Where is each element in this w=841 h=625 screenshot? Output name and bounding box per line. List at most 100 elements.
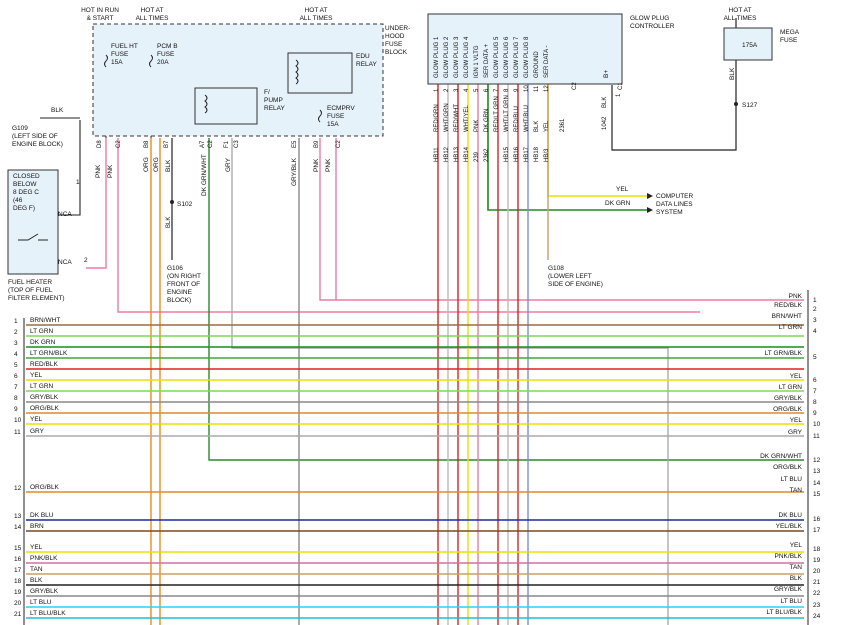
- label-hot-all-2-line-0: HOT AT: [305, 7, 328, 14]
- wire-pnk-main: [117, 138, 700, 313]
- left-pin-13: 13: [14, 513, 22, 520]
- comp-data-label-line-1: DATA LINES: [656, 201, 693, 208]
- left-label-13: DK BLU: [30, 512, 54, 519]
- mega-fuse-wire: [611, 18, 737, 151]
- heater-closed-label-line-2: 8 DEG C: [13, 189, 39, 196]
- left-label-8: GRY/BLK: [30, 394, 59, 401]
- left-pin-19: 19: [14, 589, 22, 596]
- controller-hb-9: HB18: [534, 146, 540, 162]
- controller-pin-11: SER DATA -: [544, 46, 550, 78]
- controller-wire-5: DK GRN: [484, 109, 490, 132]
- g106-label-line-3: ENGINE: [167, 289, 193, 296]
- right-pin-24: 24: [813, 613, 821, 620]
- right-label-14: LT BLU: [781, 476, 803, 483]
- vw-gry: GRY: [225, 157, 232, 172]
- pcm-b-fuse-label-line-0: PCM B: [157, 43, 178, 50]
- ecmprv-fuse-label-line-2: 15A: [327, 121, 339, 128]
- f-pump-relay-label-line-1: PUMP: [264, 97, 283, 104]
- g109-label-line-1: (LEFT SIDE OF: [12, 133, 58, 140]
- controller-pinnum-3: 4: [464, 88, 470, 92]
- heater-closed-label-line-0: CLOSED: [13, 173, 40, 180]
- controller-pinnum-1: 2: [444, 88, 450, 92]
- vw-dkgrnwht: DK GRN/WHT: [201, 154, 208, 196]
- left-label-17: TAN: [30, 566, 43, 573]
- wire-pnk-2: [319, 138, 804, 301]
- controller-pinnum-8: 9: [514, 88, 520, 92]
- controller-pin-8: GLOW PLUG 7: [514, 36, 520, 78]
- right-label-15: TAN: [789, 487, 802, 494]
- right-pin-11: 11: [813, 433, 820, 440]
- left-pin-9: 9: [14, 406, 18, 413]
- left-label-21: LT BLU/BLK: [30, 610, 66, 617]
- fuse-block-title-line-0: UNDER-: [385, 25, 410, 32]
- left-pin-12: 12: [14, 485, 22, 492]
- left-pin-20: 20: [14, 600, 22, 607]
- comp-data-label-line-0: COMPUTER: [656, 193, 694, 200]
- vw-grnblk: GRY/BLK: [291, 157, 298, 186]
- controller-hb-10: HB/3: [544, 148, 550, 162]
- left-pin-14: 14: [14, 524, 22, 531]
- right-pin-4: 4: [813, 328, 817, 335]
- edu-relay-label-line-1: RELAY: [356, 61, 377, 68]
- left-pin-16: 16: [14, 556, 22, 563]
- left-label-1: BRN/WHT: [30, 317, 60, 324]
- f-pump-relay-coil: [204, 94, 208, 114]
- right-pin-21: 21: [813, 579, 821, 586]
- arrow-yel: [647, 193, 653, 199]
- ctrl-wire-11: [547, 84, 647, 197]
- left-pin-8: 8: [14, 395, 18, 402]
- label-hot-run-start-line-1: & START: [87, 15, 114, 22]
- wire-dkgrn-wht: [208, 138, 804, 461]
- right-label-21: BLK: [790, 575, 803, 582]
- controller-wire-11: YEL: [544, 120, 550, 132]
- arrow-dkgrn: [647, 207, 653, 213]
- right-pin-17: 17: [813, 527, 821, 534]
- wire-gry: [231, 138, 669, 625]
- right-label-3: BRN/WHT: [772, 313, 802, 320]
- fuse-pin-3: B7: [164, 140, 170, 148]
- controller-wire-9: WHT/BLU: [524, 105, 530, 132]
- left-pin-4: 4: [14, 351, 18, 358]
- g109-label-line-2: ENGINE BLOCK): [12, 141, 63, 148]
- right-label-7: LT GRN: [779, 384, 803, 391]
- controller-wire-8: RED/BLU: [514, 106, 520, 132]
- fuse-pin-2: B8: [144, 140, 150, 148]
- controller-pin-3: GLOW PLUG 4: [464, 36, 470, 78]
- heater-switch-icon: [18, 233, 48, 241]
- controller-pinnum-10: 11: [534, 85, 540, 92]
- fuel-ht-fuse-icon: [104, 54, 108, 68]
- fuse-pin-0: D8: [97, 140, 103, 148]
- right-label-16: DK BLU: [779, 512, 803, 519]
- edu-relay-label-line-0: EDU: [356, 53, 370, 60]
- mega-fuse-title-line-1: FUSE: [780, 37, 798, 44]
- left-label-12: ORG/BLK: [30, 484, 60, 491]
- fuel-heater-box: [7, 169, 59, 275]
- heater-closed-label-line-4: DEG F): [13, 205, 35, 212]
- left-label-5: RED/BLK: [30, 361, 58, 368]
- controller-title-line-0: GLOW PLUG: [630, 15, 669, 22]
- left-label-11: GRY: [30, 428, 45, 435]
- heater-caption-line-2: FILTER ELEMENT): [8, 295, 65, 302]
- right-label-6: YEL: [790, 373, 803, 380]
- g106-blk-label: BLK: [166, 217, 172, 228]
- controller-pinnum-4: 5: [474, 88, 480, 92]
- fuse-pin-9: B9: [314, 140, 320, 148]
- controller-pinnum-7: 8: [504, 88, 510, 92]
- left-pin-18: 18: [14, 578, 22, 585]
- pcm-b-fuse-label-line-2: 20A: [157, 59, 169, 66]
- pcm-b-fuse-label-line-1: FUSE: [157, 51, 175, 58]
- right-pin-3: 3: [813, 317, 817, 324]
- controller-wire-1: WHT/GRN: [444, 103, 450, 132]
- right-label-23: LT BLU: [781, 598, 803, 605]
- fuse-pin-6: F1: [224, 140, 230, 148]
- controller-hb-2: HB13: [454, 146, 460, 162]
- ground-g109-wire: [58, 120, 81, 216]
- left-label-7: LT GRN: [30, 383, 54, 390]
- left-label-6: YEL: [30, 372, 43, 379]
- left-pin-10: 10: [14, 417, 22, 424]
- controller-pinnum-6: 7: [494, 88, 500, 92]
- left-label-20: LT BLU: [30, 599, 52, 606]
- vw-org-1: ORG: [143, 157, 150, 172]
- controller-pin-10: GROUND: [534, 51, 540, 78]
